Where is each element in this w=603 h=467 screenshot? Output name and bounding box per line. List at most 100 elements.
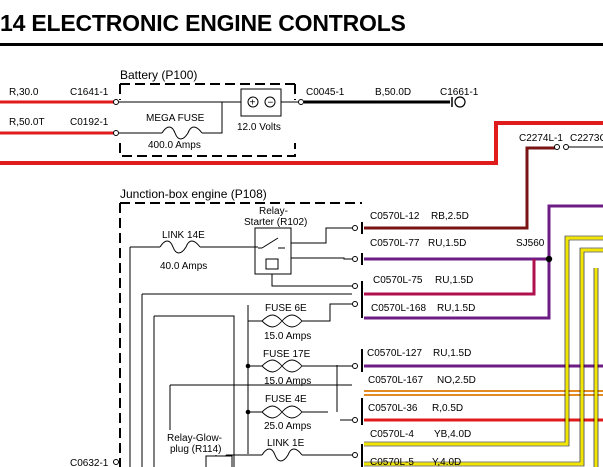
link-14e-label: LINK 14E: [162, 230, 205, 241]
internal-wire: [336, 365, 352, 421]
connector-c2274l: C2274L-1: [519, 133, 563, 144]
wire-label: YB,4.0D: [434, 429, 471, 440]
wire-c0570l-5: [364, 248, 603, 466]
relay-starter-symbol: [254, 227, 292, 275]
connector-pin: [113, 130, 119, 136]
link-14e-rating: 40.0 Amps: [160, 261, 207, 272]
relay-switch-icon: [258, 237, 285, 249]
fuse-17e-label: FUSE 17E: [263, 349, 311, 360]
connector-c1641: C1641-1: [70, 87, 109, 98]
junction-box-frame: [119, 202, 362, 467]
fuse-4e-symbol: [261, 405, 303, 419]
battery-title: Battery (P100): [120, 68, 197, 82]
wire-c0570l-168: [364, 259, 551, 320]
relay-starter-label: Starter (R102): [244, 217, 307, 228]
connector-pin: [352, 452, 358, 458]
internal-wire: [271, 274, 352, 287]
conn-label: C0570L-12: [370, 211, 420, 222]
internal-wire: [291, 257, 352, 260]
connector-pin: [563, 144, 569, 150]
link-1e-symbol: [261, 448, 303, 462]
conn-label: C0570L-127: [367, 348, 422, 359]
ground-icon: [454, 96, 466, 108]
fuse-4e-rating: 25.0 Amps: [264, 421, 311, 432]
fuse-4e-label: FUSE 4E: [265, 394, 307, 405]
conn-label: C0570L-75: [373, 275, 423, 286]
splice-sj560-dot: [545, 255, 553, 263]
conn-label: C0570L-4: [370, 429, 414, 440]
connector-pin: [352, 225, 358, 231]
mega-fuse-rating: 400.0 Amps: [148, 140, 201, 151]
junction-box-title: Junction-box engine (P108): [120, 187, 267, 201]
junction-dot: [245, 363, 251, 369]
fuse-17e-rating: 15.0 Amps: [264, 376, 311, 387]
wire-label-r50: R,50.0T: [9, 117, 45, 128]
wire-label: NO,2.5D: [437, 375, 476, 386]
connector-c0632: C0632-1: [70, 458, 109, 467]
fuse-17e-symbol: [261, 359, 303, 373]
battery-plus-terminal: [247, 96, 259, 108]
wire-purple-upper: [547, 204, 603, 259]
mega-fuse-label: MEGA FUSE: [146, 113, 205, 124]
connector-pin: [298, 99, 304, 105]
wire-c0570l-12: [364, 146, 555, 230]
connector-pin: [352, 417, 358, 423]
wire-c0570l-4-outline: [364, 235, 603, 447]
page-title: 14 ELECTRONIC ENGINE CONTROLS: [0, 10, 406, 36]
battery-minus-terminal: [264, 96, 276, 108]
splice-sj560-label: SJ560: [516, 238, 545, 249]
connector-c0192: C0192-1: [70, 117, 109, 128]
connector-pin: [554, 144, 560, 150]
internal-wire: [248, 303, 352, 322]
wire-label: R,0.5D: [432, 403, 463, 414]
relay-starter-label: Relay-: [259, 206, 288, 217]
conn-label: C0570L-77: [370, 238, 420, 249]
connector-pin: [113, 99, 119, 105]
battery-minus-icon: −: [268, 98, 274, 109]
fuse-6e-symbol: [261, 314, 303, 328]
relay-coil-icon: [265, 258, 279, 270]
conn-label: C0570L-5: [370, 457, 414, 467]
connector-c0045: C0045-1: [306, 87, 345, 98]
wire-label: RU,1.5D: [437, 303, 475, 314]
wire-label: RU,1.5D: [435, 275, 473, 286]
conn-label: C0570L-167: [368, 375, 423, 386]
wire-label: RB,2.5D: [431, 211, 469, 222]
connector-pin: [113, 459, 119, 465]
connector-pin: [352, 283, 358, 289]
wire-label: RU,1.5D: [433, 348, 471, 359]
mega-fuse-symbol: [161, 126, 203, 140]
upper-right-wires: C2274L-1 C2273C: [0, 121, 603, 165]
conn-label: C0570L-36: [368, 403, 418, 414]
fuse-6e-label: FUSE 6E: [265, 303, 307, 314]
battery-plus-icon: +: [250, 98, 256, 109]
fuse-6e-rating: 15.0 Amps: [264, 331, 311, 342]
junction-box-section: Junction-box engine (P108) Relay- Starte…: [70, 187, 362, 467]
junction-dot: [245, 409, 251, 415]
link-1e-label: LINK 1E: [267, 438, 305, 449]
connector-c2273c: C2273C: [570, 133, 603, 144]
red-wire-main: [0, 121, 603, 165]
junction-internal-wiring: [129, 227, 352, 467]
link-14e-symbol: [159, 240, 201, 254]
relay-glow-label: Relay-Glow-: [167, 433, 222, 444]
connector-pin: [352, 256, 358, 262]
ground-connector-c1661: C1661-1: [440, 87, 479, 98]
title-rule: [0, 43, 603, 46]
wire-c0570l-75: [364, 259, 536, 296]
relay-glow-symbol: [205, 455, 233, 467]
conn-label: C0570L-168: [371, 303, 426, 314]
wire-label: Y,4.0D: [432, 457, 461, 467]
battery-section: Battery (P100) R,30.0 R,50.0T C1641-1 C0…: [0, 68, 479, 157]
wire-c0570l-5-outline: [364, 247, 603, 467]
wire-yellow-right-outline: [593, 268, 599, 467]
internal-wire: [154, 315, 235, 467]
relay-glow-label: plug (R114): [170, 444, 222, 455]
wire-label: RU,1.5D: [428, 238, 466, 249]
wire-label-b50: B,50.0D: [375, 87, 411, 98]
wire-label-r30: R,30.0: [9, 87, 39, 98]
harness-connector-c0570l: SJ560 C0570L-12 RB,2.5D C0570L-77 RU,1.5…: [352, 144, 603, 467]
battery-frame: [119, 83, 296, 157]
connector-pin: [352, 363, 358, 369]
